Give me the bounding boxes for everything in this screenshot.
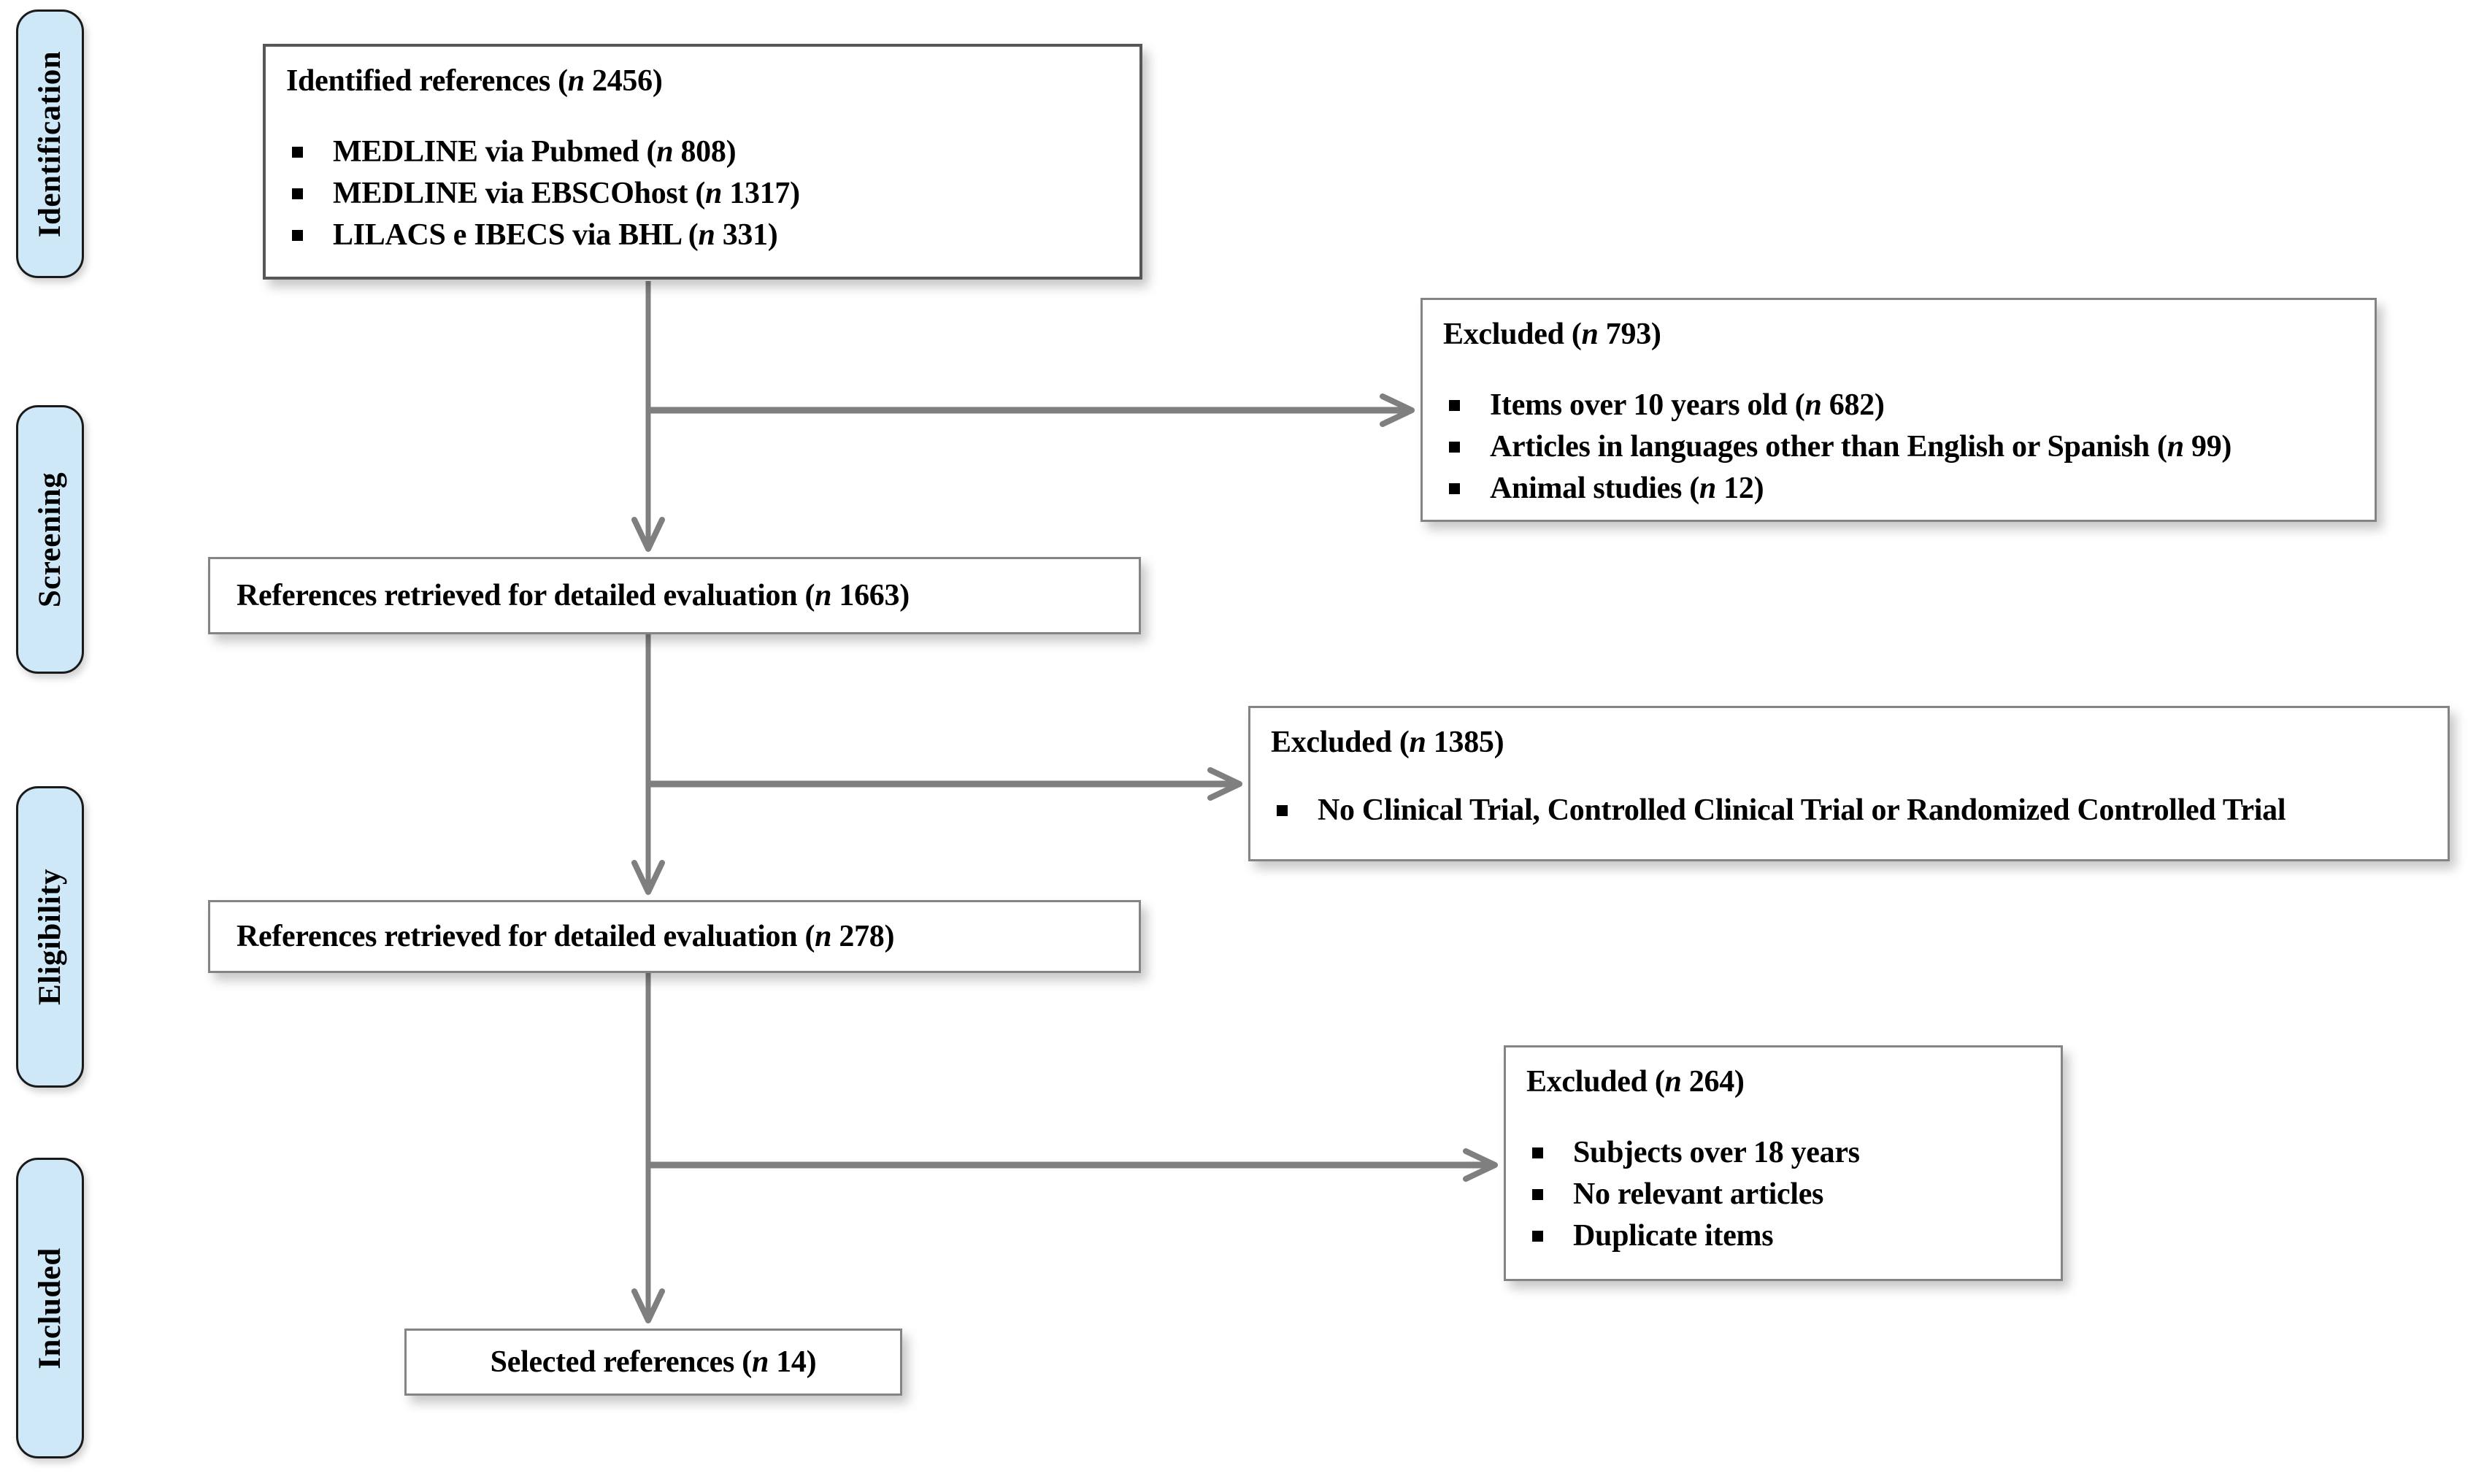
n-symbol: n: [1581, 318, 1599, 351]
item-text: No relevant articles: [1573, 1177, 1824, 1211]
bullet-square-icon: [292, 188, 303, 199]
n-symbol: n: [705, 177, 723, 210]
list-item: No relevant articles: [1526, 1174, 2053, 1215]
box-items: MEDLINE via Pubmed (n 808) MEDLINE via E…: [266, 131, 1139, 256]
title-count: 264): [1681, 1065, 1745, 1099]
box-items: Items over 10 years old (n 682) Articles…: [1423, 385, 2375, 510]
item-text: Animal studies (: [1490, 472, 1699, 505]
list-item: No Clinical Trial, Controlled Clinical T…: [1271, 790, 2440, 831]
box-items: Subjects over 18 years No relevant artic…: [1506, 1132, 2061, 1257]
item-count: 1317): [722, 177, 800, 210]
bullet-square-icon: [1532, 1189, 1543, 1200]
bullet-square-icon: [1277, 805, 1288, 816]
box-title: Excluded (n 793): [1423, 300, 2375, 355]
list-item: Items over 10 years old (n 682): [1443, 385, 2367, 426]
list-item: Articles in languages other than English…: [1443, 426, 2367, 468]
title-count: 1663): [831, 579, 910, 612]
item-text: Subjects over 18 years: [1573, 1136, 1860, 1169]
n-symbol: n: [567, 64, 585, 98]
item-text: No Clinical Trial, Controlled Clinical T…: [1318, 793, 2286, 827]
list-item: MEDLINE via Pubmed (n 808): [286, 131, 1132, 173]
n-symbol: n: [1804, 388, 1822, 422]
title-count: 2456): [584, 64, 663, 98]
stage-label-text: Included: [33, 1247, 68, 1369]
item-count: 682): [1821, 388, 1885, 422]
box-title: Excluded (n 264): [1506, 1047, 2061, 1103]
n-symbol: n: [1664, 1065, 1682, 1099]
item-text: MEDLINE via EBSCOhost (: [333, 177, 706, 210]
item-count: 808): [673, 135, 737, 169]
bullet-square-icon: [1449, 400, 1460, 411]
item-text: LILACS e IBECS via BHL (: [333, 218, 699, 252]
bullet-square-icon: [1532, 1231, 1543, 1242]
title-count: 793): [1598, 318, 1661, 351]
box-title: References retrieved for detailed evalua…: [210, 915, 895, 958]
title-count: 1385): [1426, 726, 1504, 759]
item-count: 331): [715, 218, 778, 252]
title-text: Excluded (: [1526, 1065, 1665, 1099]
n-symbol: n: [815, 579, 832, 612]
title-count: 278): [831, 920, 895, 953]
list-item: LILACS e IBECS via BHL (n 331): [286, 215, 1132, 256]
stage-label-text: Screening: [33, 472, 68, 607]
box-title: Selected references (n 14): [491, 1341, 817, 1383]
box-title: Identified references (n 2456): [266, 47, 1139, 102]
bullet-square-icon: [1449, 483, 1460, 494]
item-count: 12): [1715, 472, 1764, 505]
box-title: Excluded (n 1385): [1250, 708, 2448, 764]
stage-label-eligibility: Eligibility: [16, 786, 84, 1088]
box-retrieved-1663: References retrieved for detailed evalua…: [208, 557, 1141, 634]
item-text: Articles in languages other than English…: [1490, 430, 2167, 464]
title-text: References retrieved for detailed evalua…: [237, 579, 815, 612]
list-item: Subjects over 18 years: [1526, 1132, 2053, 1174]
bullet-square-icon: [292, 230, 303, 241]
item-text: Items over 10 years old (: [1490, 388, 1805, 422]
item-text: Duplicate items: [1573, 1219, 1774, 1253]
stage-label-included: Included: [16, 1158, 84, 1458]
title-text: Excluded (: [1271, 726, 1410, 759]
stage-label-text: Identification: [33, 50, 68, 237]
title-count: 14): [769, 1345, 817, 1379]
item-text: MEDLINE via Pubmed (: [333, 135, 657, 169]
box-selected-references: Selected references (n 14): [404, 1329, 902, 1396]
n-symbol: n: [698, 218, 715, 252]
stage-label-screening: Screening: [16, 405, 84, 674]
bullet-square-icon: [292, 147, 303, 158]
title-text: References retrieved for detailed evalua…: [237, 920, 815, 953]
list-item: Duplicate items: [1526, 1215, 2053, 1257]
title-text: Selected references (: [490, 1345, 753, 1379]
list-item: MEDLINE via EBSCOhost (n 1317): [286, 173, 1132, 215]
n-symbol: n: [1699, 472, 1716, 505]
box-items: No Clinical Trial, Controlled Clinical T…: [1250, 790, 2448, 831]
bullet-square-icon: [1449, 442, 1460, 453]
title-text: Excluded (: [1443, 318, 1582, 351]
list-item: Animal studies (n 12): [1443, 468, 2367, 510]
box-excluded-eligibility: Excluded (n 1385) No Clinical Trial, Con…: [1248, 706, 2450, 861]
stage-label-text: Eligibility: [33, 868, 68, 1006]
n-symbol: n: [2167, 430, 2184, 464]
box-excluded-included: Excluded (n 264) Subjects over 18 years …: [1504, 1045, 2063, 1281]
item-count: 99): [2183, 430, 2232, 464]
box-excluded-screening: Excluded (n 793) Items over 10 years old…: [1421, 298, 2377, 522]
title-text: Identified references (: [286, 64, 568, 98]
stage-label-identification: Identification: [16, 9, 84, 278]
bullet-square-icon: [1532, 1147, 1543, 1158]
box-identified-references: Identified references (n 2456) MEDLINE v…: [263, 44, 1142, 280]
box-title: References retrieved for detailed evalua…: [210, 574, 910, 617]
n-symbol: n: [815, 920, 832, 953]
n-symbol: n: [1409, 726, 1426, 759]
box-retrieved-278: References retrieved for detailed evalua…: [208, 900, 1141, 973]
n-symbol: n: [656, 135, 674, 169]
n-symbol: n: [751, 1345, 769, 1379]
